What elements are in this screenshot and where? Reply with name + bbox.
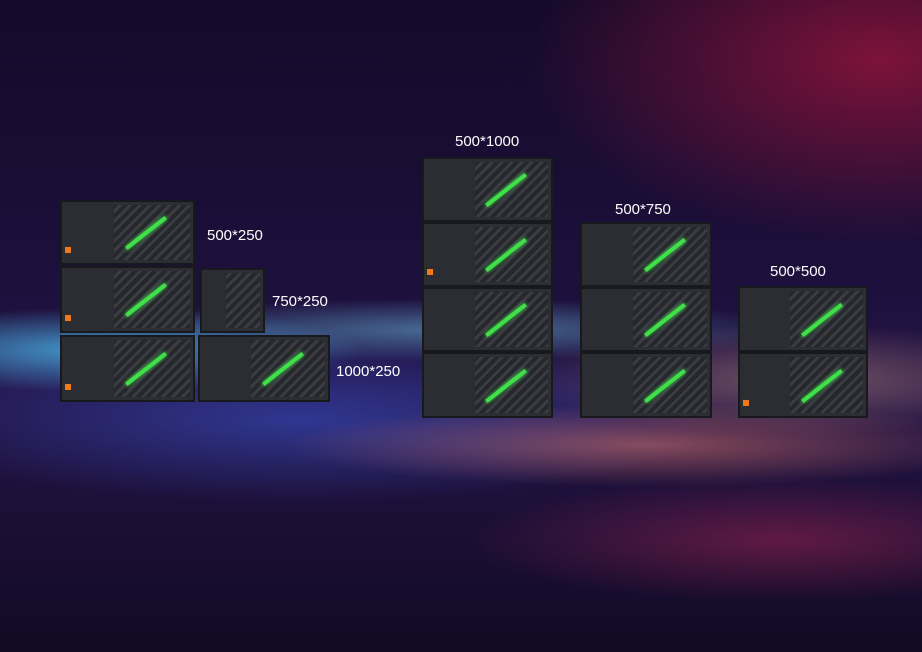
label-500x750: 500*750	[615, 201, 671, 218]
label-1000x250: 1000*250	[336, 363, 401, 380]
module	[580, 352, 712, 418]
module	[580, 287, 712, 352]
cabinet-500x250	[60, 200, 195, 265]
label-500x500: 500*500	[770, 263, 826, 280]
module	[738, 286, 868, 352]
module	[422, 157, 553, 222]
module	[738, 352, 868, 418]
cabinet-500x250-row2	[60, 266, 195, 333]
module	[580, 222, 712, 287]
cabinet-1000x250-ext	[198, 335, 330, 402]
label-750x250: 750*250	[272, 293, 328, 310]
module	[422, 222, 553, 287]
label-500x1000: 500*1000	[455, 133, 520, 150]
cabinet-500x250-row3	[60, 335, 195, 402]
cabinet-750x250-ext	[200, 268, 265, 333]
module	[422, 352, 553, 418]
label-500x250: 500*250	[207, 227, 263, 244]
module	[422, 287, 553, 352]
